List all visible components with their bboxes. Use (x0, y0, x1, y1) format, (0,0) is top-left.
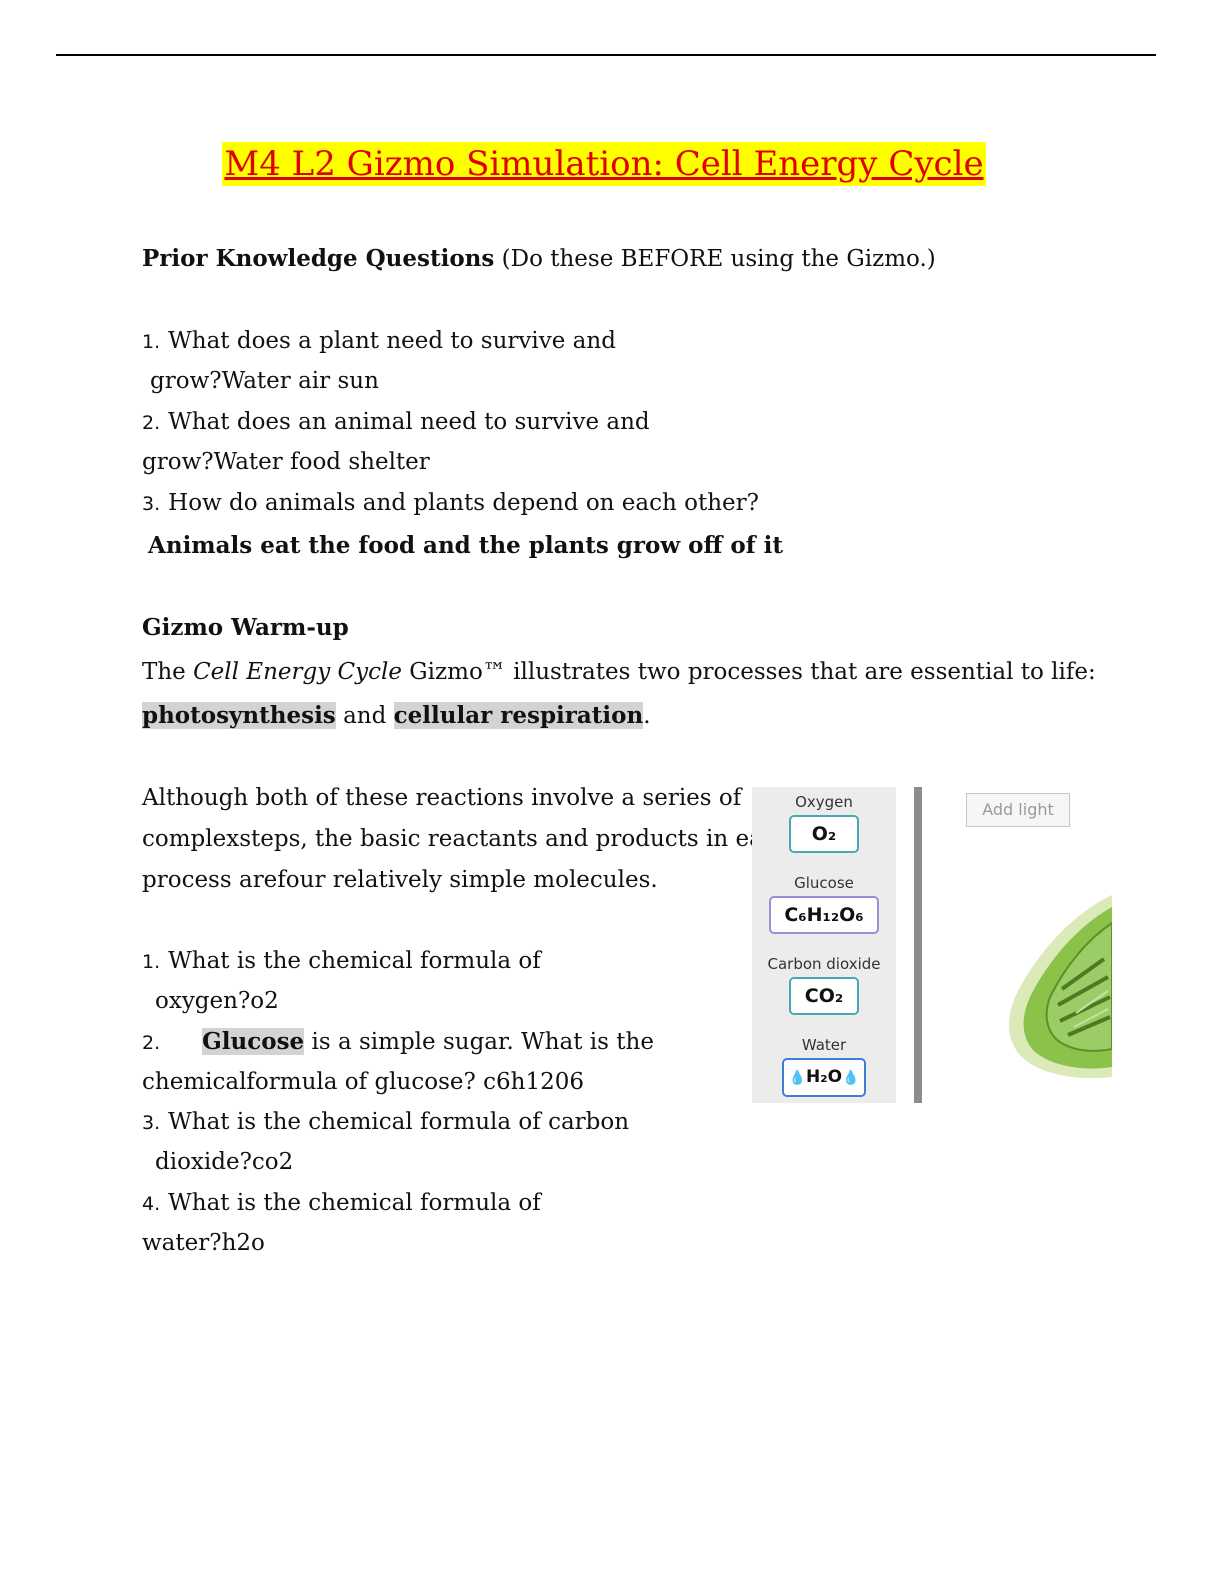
question-text: What is the chemical formula of (168, 948, 541, 974)
prior-question-3: 3. How do animals and plants depend on ea… (142, 488, 759, 519)
molecule-button[interactable]: CO₂ (789, 977, 859, 1015)
question-number: 3. (142, 493, 161, 515)
warmup-answer-4: water?h2o (142, 1230, 265, 1256)
warmup-intro: The Cell Energy Cycle Gizmo™ illustrates… (142, 657, 1096, 687)
warmup-answer-2: chemicalformula of glucose? c6h1206 (142, 1069, 584, 1095)
question-text: How do animals and plants depend on each… (168, 490, 759, 516)
prior-note: (Do these BEFORE using the Gizmo.) (494, 246, 936, 272)
molecule-label: Water (801, 1036, 847, 1054)
molecule-oxygen: Oxygen O₂ (752, 793, 896, 853)
water-drop-icon: 💧 (842, 1070, 860, 1086)
question-number: 2. (142, 412, 161, 434)
warmup-terms: photosynthesis and cellular respiration. (142, 701, 651, 731)
intro-pre: The (142, 659, 194, 685)
prior-answer-2: grow?Water food shelter (142, 449, 430, 475)
question-text: What is the chemical formula of (168, 1190, 541, 1216)
warmup-para-line-2: complexsteps, the basic reactants and pr… (142, 826, 791, 852)
warmup-answer-3: dioxide?co2 (155, 1149, 294, 1175)
question-number: 1. (142, 951, 161, 973)
warmup-heading: Gizmo Warm-up (142, 614, 349, 641)
prior-question-1: 1. What does a plant need to survive and (142, 326, 616, 357)
molecule-carbon-dioxide: Carbon dioxide CO₂ (752, 955, 896, 1015)
term-glucose: Glucose (202, 1028, 305, 1055)
warmup-question-4: 4. What is the chemical formula of (142, 1188, 541, 1219)
warmup-question-3: 3. What is the chemical formula of carbon (142, 1107, 629, 1138)
chloroplast-icon (1008, 895, 1112, 1079)
question-number: 4. (142, 1193, 161, 1215)
question-number: 2. (142, 1032, 161, 1054)
page-title: M4 L2 Gizmo Simulation: Cell Energy Cycl… (222, 142, 986, 186)
molecule-label: Glucose (794, 874, 854, 892)
intro-post: Gizmo™ illustrates two processes that ar… (402, 659, 1096, 685)
question-text: What is the chemical formula of carbon (168, 1109, 630, 1135)
conjunction: and (335, 703, 394, 729)
molecule-water: Water 💧H₂O💧 (752, 1036, 896, 1097)
question-number: 3. (142, 1112, 161, 1134)
gizmo-screenshot: Oxygen O₂ Glucose C₆H₁₂O₆ Carbon dioxide… (752, 787, 1112, 1103)
warmup-question-2: 2. Glucose is a simple sugar. What is the (142, 1027, 654, 1058)
water-drop-icon: 💧 (788, 1070, 806, 1086)
top-rule (56, 54, 1156, 56)
gizmo-name: Cell Energy Cycle (193, 659, 402, 685)
prior-heading: Prior Knowledge Questions (142, 245, 495, 272)
molecule-panel: Oxygen O₂ Glucose C₆H₁₂O₆ Carbon dioxide… (752, 787, 896, 1103)
water-formula: H₂O (805, 1067, 843, 1087)
molecule-label: Oxygen (795, 793, 853, 811)
warmup-para-line-3: process arefour relatively simple molecu… (142, 867, 658, 893)
term-photosynthesis: photosynthesis (142, 702, 336, 729)
question-text: is a simple sugar. What is the (304, 1029, 654, 1055)
molecule-button[interactable]: O₂ (789, 815, 859, 853)
molecule-button[interactable]: 💧H₂O💧 (782, 1058, 866, 1097)
term-cellular-respiration: cellular respiration (393, 702, 644, 729)
warmup-para-line-1: Although both of these reactions involve… (142, 785, 742, 811)
molecule-button[interactable]: C₆H₁₂O₆ (769, 896, 879, 934)
prior-question-2: 2. What does an animal need to survive an… (142, 407, 650, 438)
title-wrap: M4 L2 Gizmo Simulation: Cell Energy Cycl… (0, 142, 1208, 186)
question-text: What does a plant need to survive and (168, 328, 616, 354)
period: . (643, 703, 651, 729)
add-light-button[interactable]: Add light (966, 793, 1070, 827)
question-number: 1. (142, 331, 161, 353)
warmup-question-1: 1. What is the chemical formula of (142, 946, 541, 977)
warmup-answer-1: oxygen?o2 (155, 988, 279, 1014)
question-text: What does an animal need to survive and (168, 409, 650, 435)
molecule-glucose: Glucose C₆H₁₂O₆ (752, 874, 896, 934)
prior-heading-line: Prior Knowledge Questions (Do these BEFO… (142, 244, 936, 274)
prior-answer-3: Animals eat the food and the plants grow… (148, 532, 783, 559)
prior-answer-1: grow?Water air sun (150, 368, 379, 394)
panel-divider (914, 787, 922, 1103)
molecule-label: Carbon dioxide (767, 955, 881, 973)
